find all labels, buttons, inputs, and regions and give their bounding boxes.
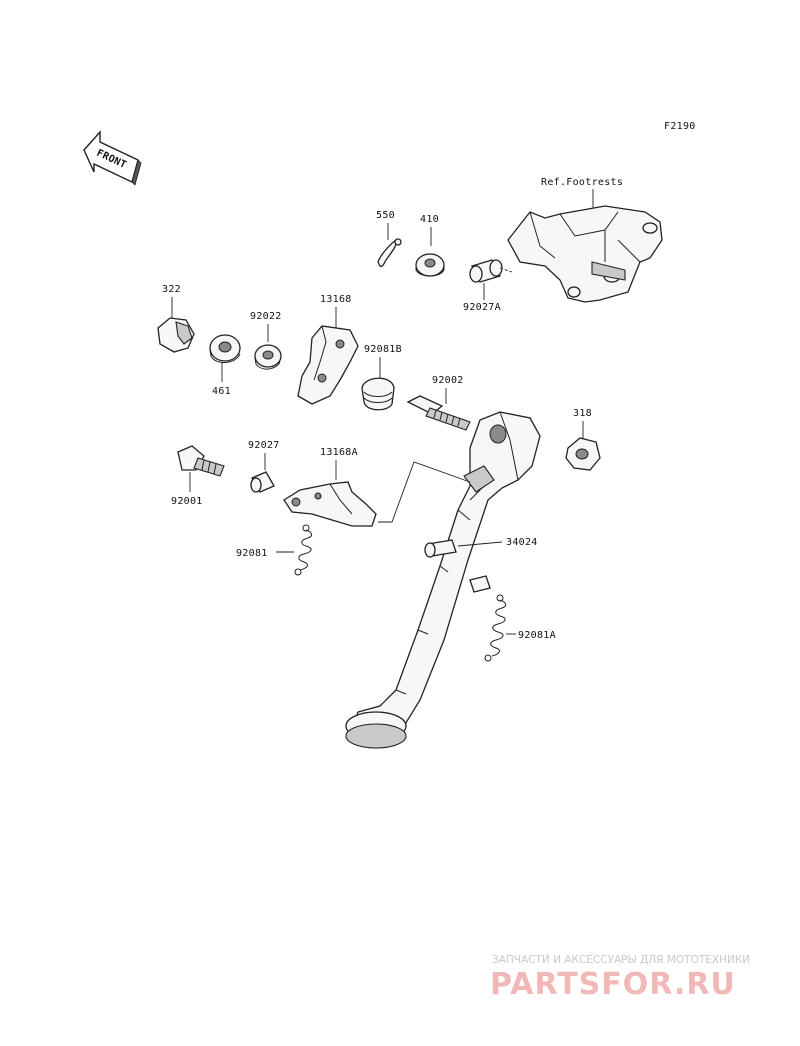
part-label-92027A: 92027A — [463, 302, 501, 313]
spring-92081 — [294, 524, 313, 576]
part-label-92001: 92001 — [171, 496, 203, 507]
bolt-92001 — [177, 445, 225, 477]
part-label-92081A: 92081A — [518, 630, 556, 641]
part-label-92002: 92002 — [432, 375, 464, 386]
spring-92081B — [361, 377, 395, 411]
part-label-92027: 92027 — [248, 440, 280, 451]
washer-461 — [209, 334, 241, 363]
cotter-pin-550 — [377, 238, 402, 268]
collar-92027 — [250, 471, 275, 493]
washer-92022 — [254, 344, 282, 370]
part-label-92022: 92022 — [250, 311, 282, 322]
part-label-13168: 13168 — [320, 294, 352, 305]
watermark-logo: PARTSFOR.RU — [490, 967, 736, 1002]
plate-13168A — [283, 481, 377, 527]
part-label-13168A: 13168A — [320, 447, 358, 458]
stud-92002 — [406, 395, 471, 431]
part-label-34024: 34024 — [506, 537, 538, 548]
part-label-92081B: 92081B — [364, 344, 402, 355]
side-stand-34024 — [345, 411, 541, 749]
part-label-550: 550 — [376, 210, 395, 221]
nut-318 — [565, 437, 601, 471]
washer-410 — [415, 253, 445, 277]
part-label-322: 322 — [162, 284, 181, 295]
figure-id: F2190 — [664, 121, 696, 132]
part-label-461: 461 — [212, 386, 231, 397]
plate-13168 — [297, 325, 359, 405]
front-arrow-icon: FRONT — [83, 130, 142, 186]
cap-nut-322 — [157, 317, 195, 353]
watermark-tagline: ЗАПЧАСТИ И АКСЕССУАРЫ ДЛЯ МОТОТЕХНИКИ — [492, 954, 750, 966]
footrest-bracket — [507, 205, 663, 303]
spring-92081A — [484, 594, 507, 662]
collar-92027A — [469, 259, 503, 283]
part-label-92081: 92081 — [236, 548, 268, 559]
part-label-318: 318 — [573, 408, 592, 419]
part-label-410: 410 — [420, 214, 439, 225]
ref-footrests-label: Ref.Footrests — [541, 177, 623, 188]
